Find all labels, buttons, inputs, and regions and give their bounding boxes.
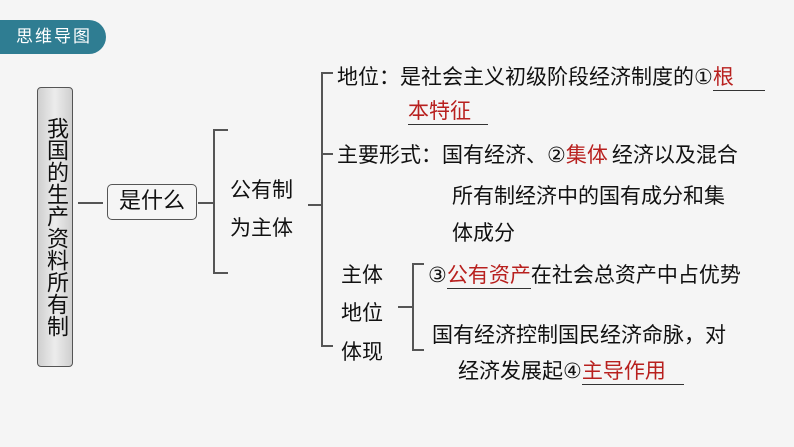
forms-text: 主要形式：国有经济、② (337, 143, 566, 167)
item-3-text: 在社会总资产中占优势 (530, 263, 741, 287)
item-4-line-1: 国有经济控制国民经济命脉，对 (432, 323, 726, 347)
embody-label-3: 体现 (341, 340, 383, 364)
bracket (213, 129, 215, 273)
node-public-ownership-1: 公有制 (230, 178, 293, 202)
answer-3: 公有资产 (446, 263, 531, 289)
connector (321, 345, 333, 347)
forms-line-2: 所有制经济中的国有成分和集 (452, 184, 725, 208)
connector (213, 272, 228, 274)
connector (398, 306, 412, 308)
connector (412, 263, 424, 265)
answer-4: 主导作用 (581, 358, 684, 385)
root-node: 我国的生产资料所有制 (37, 87, 73, 367)
connector (198, 202, 213, 204)
connector (213, 129, 228, 131)
forms-line-3: 体成分 (452, 221, 515, 245)
answer-2: 集体 (565, 143, 608, 167)
item-4-line-2: 经济发展起④主导作用 (458, 358, 684, 385)
item-3: ③公有资产在社会总资产中占优势 (428, 262, 741, 289)
item-4-text: 经济发展起④ (458, 359, 582, 383)
connector (308, 204, 321, 206)
status-text: 地位：是社会主义初级阶段经济制度的① (337, 65, 713, 89)
embody-label-1: 主体 (341, 263, 383, 287)
bracket (321, 72, 323, 346)
mind-map-badge: 思维导图 (0, 20, 106, 54)
answer-1a: 根 (712, 64, 765, 91)
forms-line: 主要形式：国有经济、②集体经济以及混合 (337, 142, 738, 168)
status-line: 地位：是社会主义初级阶段经济制度的①根 (337, 64, 765, 91)
embody-label-2: 地位 (341, 301, 383, 325)
node-public-ownership-2: 为主体 (230, 216, 293, 240)
connector (321, 153, 333, 155)
answer-1b: 本特征 (408, 98, 488, 125)
item-3-num: ③ (428, 263, 447, 287)
forms-suffix: 经济以及混合 (611, 143, 738, 167)
connector (412, 349, 424, 351)
node-what-is-it: 是什么 (107, 184, 197, 220)
connector (321, 72, 333, 74)
connector (78, 202, 103, 204)
bracket (412, 263, 414, 350)
